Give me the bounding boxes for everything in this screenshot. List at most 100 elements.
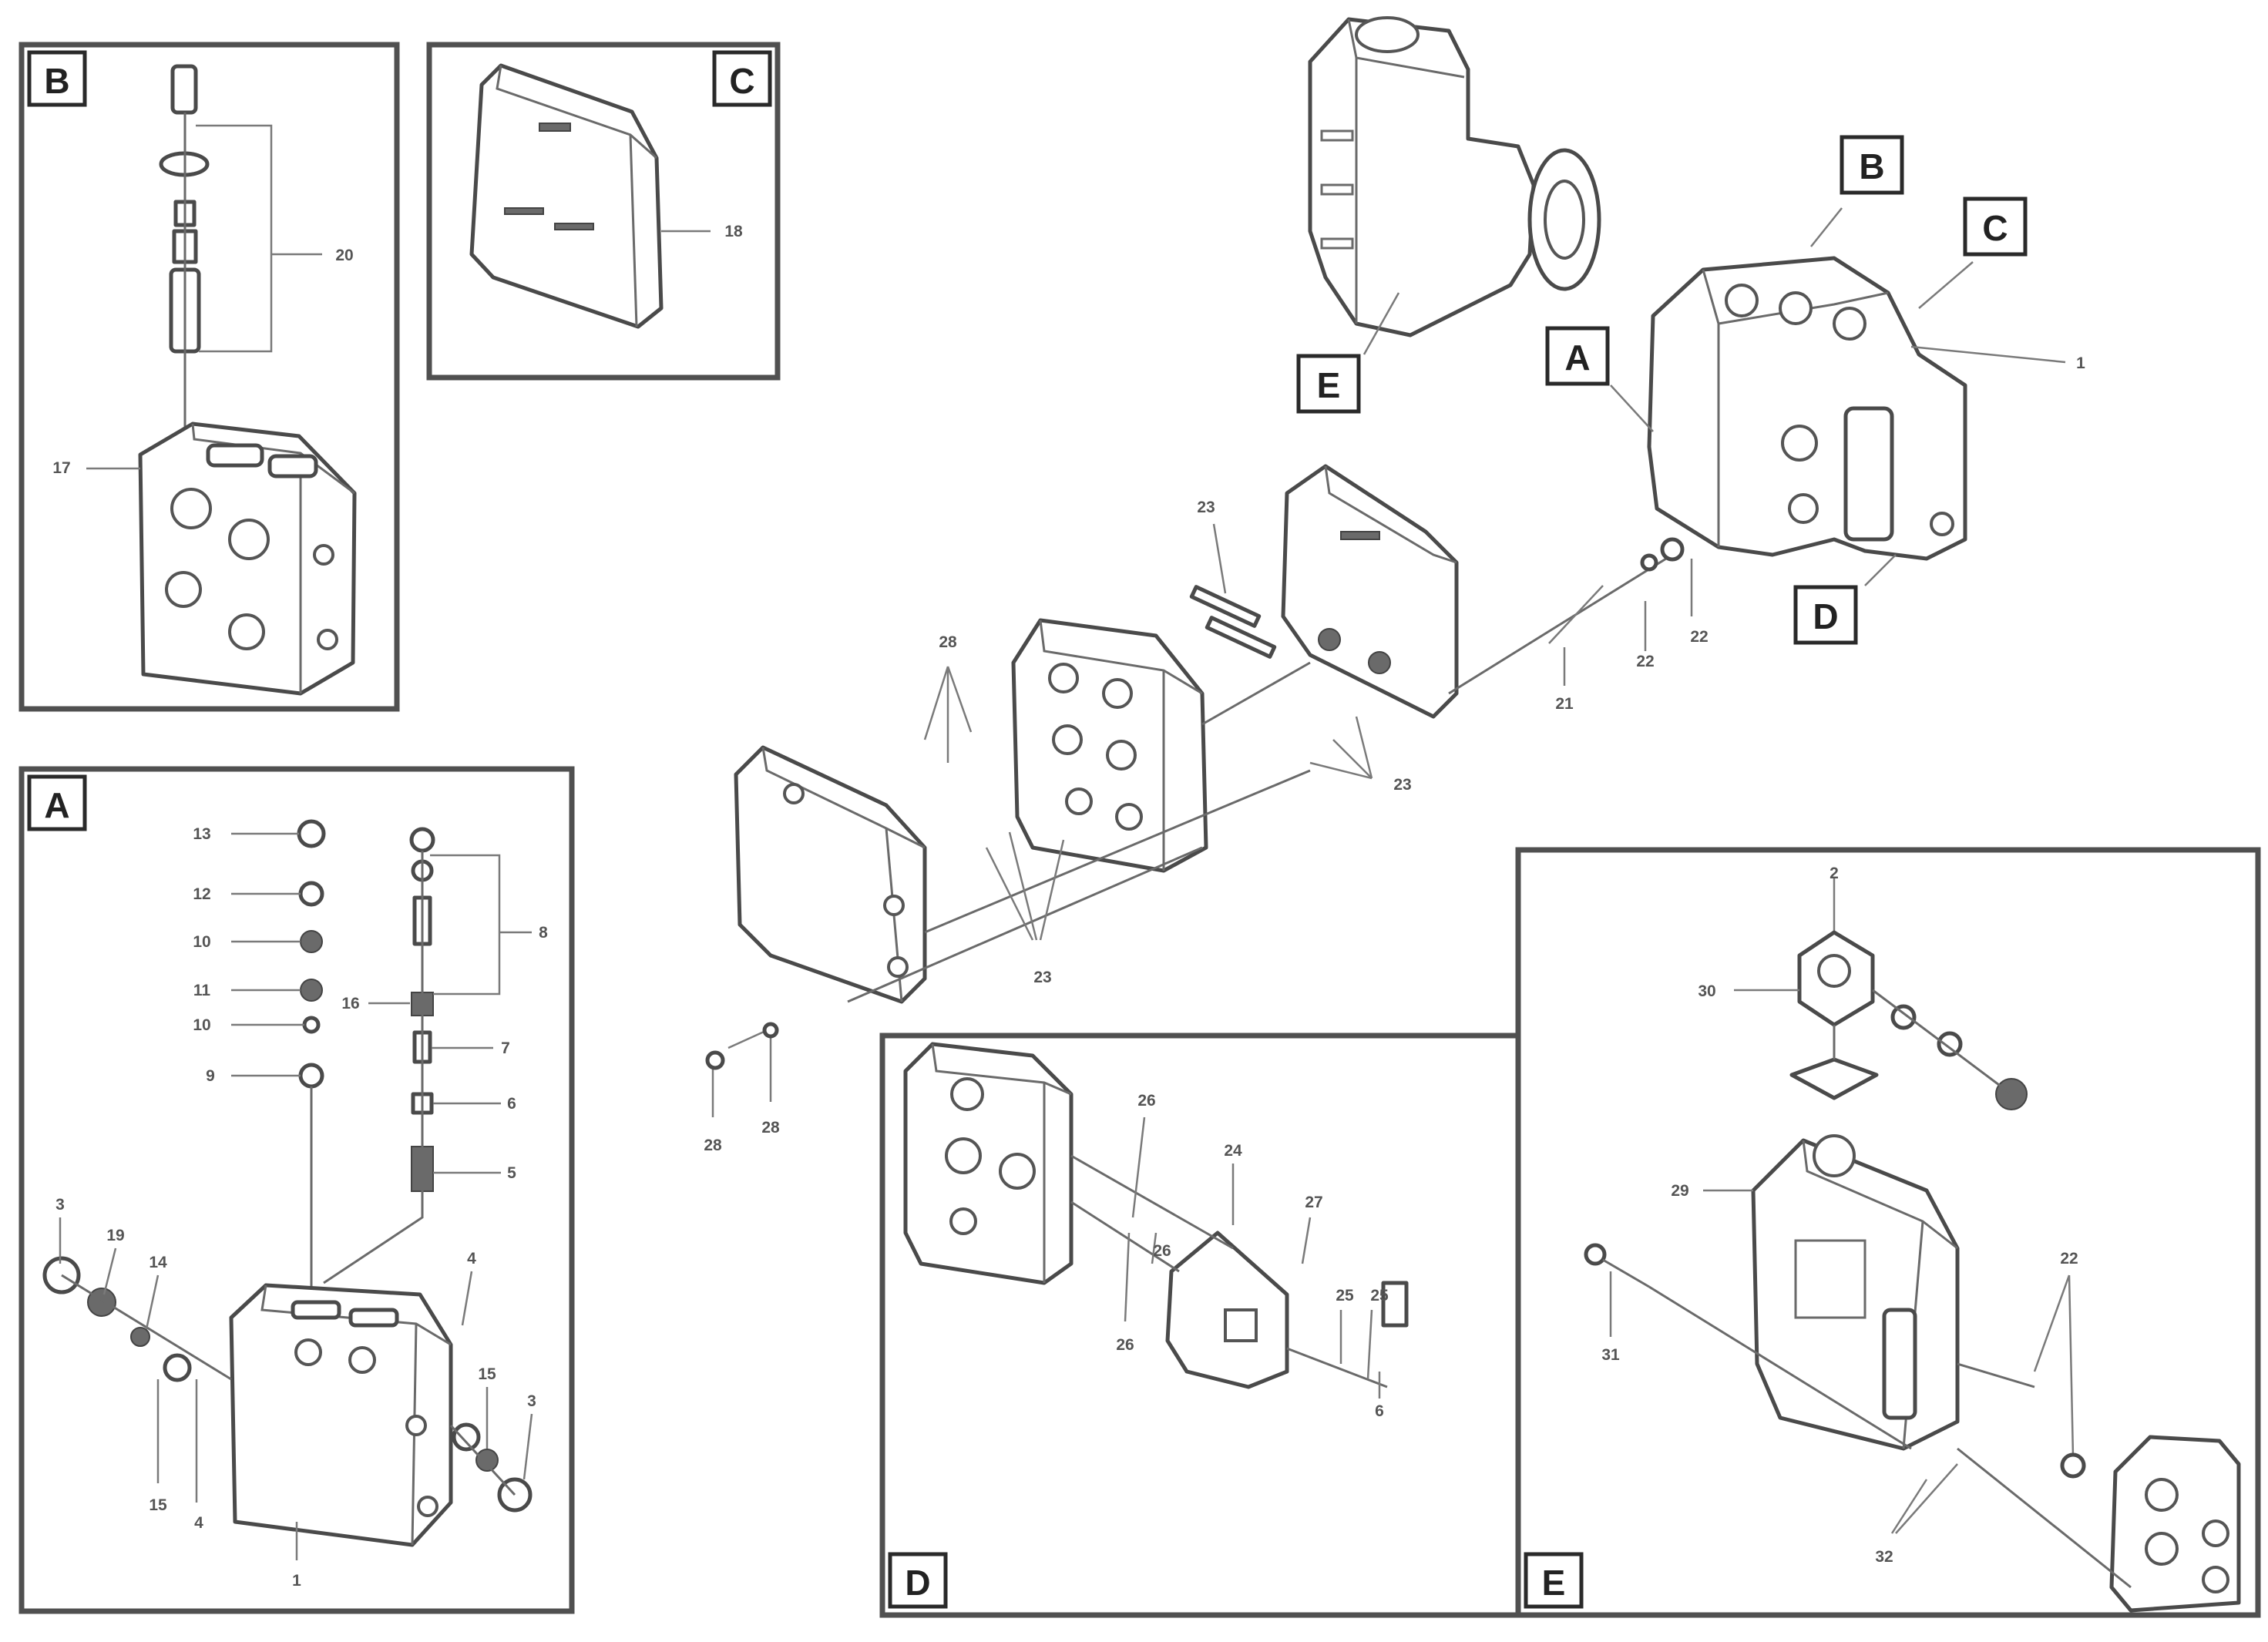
panel-a-num-6: 6	[507, 1095, 516, 1113]
main-callout-d-box	[1793, 585, 1858, 645]
panel-a-num-3b: 3	[527, 1392, 536, 1410]
main-middle-section	[1011, 618, 1208, 873]
panel-a-num-15b: 15	[478, 1365, 496, 1383]
panel-c-cover	[469, 63, 664, 329]
panel-a-num-8: 8	[539, 924, 548, 942]
panel-a-num-1: 1	[292, 1572, 301, 1590]
main-callout-e: E	[1317, 365, 1341, 405]
panel-d-tag	[888, 1552, 948, 1609]
main-unit-e	[1308, 16, 1601, 337]
panel-e-housing	[1751, 1134, 1960, 1451]
panel-a-left-fittings	[42, 1256, 232, 1382]
panel-a-seal-column	[297, 819, 326, 1287]
detail-panel-c: C 18	[426, 42, 781, 381]
panel-a-num-10b: 10	[193, 1016, 210, 1034]
panel-e-leader-32	[1890, 1463, 1958, 1534]
panel-a-num-4a: 4	[467, 1250, 476, 1268]
main-leader-23c	[985, 831, 1065, 941]
detail-panel-a: A 13 12 10 11 10 9	[18, 766, 575, 1614]
panel-e-leader-22	[2033, 1274, 2075, 1457]
panel-d-valve-block	[903, 1042, 1074, 1285]
panel-b-num-17: 17	[52, 459, 70, 477]
panel-a-num-3a: 3	[55, 1196, 65, 1214]
panel-a-num-7: 7	[501, 1039, 510, 1057]
main-callout-b-box	[1840, 135, 1904, 195]
main-tie-rods	[847, 537, 1685, 1003]
panel-b-valve-stack	[159, 64, 210, 431]
panel-e-num-31: 31	[1601, 1346, 1620, 1364]
panel-b-label: B	[44, 61, 69, 101]
panel-a-valve-column	[323, 827, 435, 1284]
detail-panel-d: D 26 24 27 26 26 25 25	[879, 1033, 1521, 1618]
panel-d-num-26a: 26	[1137, 1092, 1155, 1110]
panel-d-num-25b: 25	[1370, 1287, 1389, 1305]
main-callout-c: C	[1982, 208, 2008, 248]
panel-a-num-10a: 10	[193, 933, 210, 951]
panel-a-num-12: 12	[193, 885, 210, 903]
panel-a-num-9: 9	[206, 1067, 215, 1085]
main-callout-a-box	[1545, 326, 1610, 386]
panel-d-num-26c: 26	[1153, 1242, 1171, 1260]
panel-c-tag	[712, 50, 772, 107]
panel-d-solenoid	[1165, 1231, 1409, 1389]
main-num-1: 1	[2076, 354, 2085, 372]
main-cover-plate	[1281, 464, 1459, 719]
panel-e-num-32: 32	[1875, 1548, 1893, 1566]
panel-e-side-block	[2109, 1435, 2241, 1613]
detail-panel-e: E 2 30 29 3	[1515, 847, 2261, 1618]
panel-b-num-20: 20	[335, 247, 353, 264]
panel-c-label: C	[729, 61, 754, 101]
main-leader-22a	[1548, 585, 1604, 644]
panel-e-top-fitting	[1789, 930, 2028, 1110]
panel-a-right-fittings	[449, 1422, 533, 1513]
panel-a-num-15a: 15	[149, 1496, 167, 1514]
panel-b-valve-block	[138, 421, 357, 696]
main-end-cover	[734, 745, 927, 1004]
detail-panel-b: B 20 17	[18, 42, 400, 712]
main-num-22a: 22	[1636, 653, 1654, 670]
panel-a-num-14: 14	[149, 1254, 167, 1271]
main-num-23c: 23	[1033, 969, 1051, 986]
panel-d-num-27: 27	[1305, 1194, 1322, 1211]
main-num-28a: 28	[939, 633, 957, 651]
main-callout-e-box	[1296, 354, 1361, 414]
panel-c-num-18: 18	[724, 223, 743, 240]
panel-b-bracket	[196, 124, 273, 353]
panel-d-num-26b: 26	[1116, 1336, 1134, 1354]
main-leader-23b	[1309, 716, 1373, 780]
panel-e-num-2: 2	[1830, 865, 1839, 882]
main-valve-assembly	[1647, 256, 1967, 561]
panel-a-num-13: 13	[193, 825, 210, 843]
main-num-22b: 22	[1690, 628, 1708, 646]
panel-a-num-11: 11	[193, 982, 211, 999]
main-callout-d: D	[1813, 596, 1838, 636]
main-callout-b: B	[1859, 146, 1884, 186]
panel-e-label: E	[1542, 1563, 1566, 1603]
panel-a-label: A	[44, 785, 69, 825]
panel-d-num-24: 24	[1224, 1142, 1242, 1160]
panel-e-num-29: 29	[1671, 1182, 1688, 1200]
panel-e-bolt	[1584, 1243, 1912, 1450]
main-leader-28a	[923, 666, 973, 763]
panel-a-num-5: 5	[507, 1164, 516, 1182]
panel-d-num-6: 6	[1375, 1402, 1384, 1420]
panel-d-label: D	[905, 1563, 930, 1603]
main-num-28c: 28	[761, 1119, 780, 1137]
panel-e-num-30: 30	[1698, 982, 1715, 1000]
main-callout-c-box	[1963, 196, 2028, 257]
panel-b-tag	[27, 50, 87, 107]
main-num-23b: 23	[1393, 776, 1411, 794]
panel-e-tag	[1524, 1552, 1584, 1609]
main-num-21: 21	[1555, 695, 1574, 713]
panel-a-valve-block	[229, 1283, 453, 1547]
panel-e-num-22: 22	[2060, 1250, 2078, 1268]
panel-a-num-16: 16	[341, 995, 359, 1012]
main-callout-a: A	[1564, 337, 1590, 378]
panel-d-num-25a: 25	[1336, 1287, 1354, 1305]
panel-a-bracket	[430, 854, 501, 996]
main-num-28b: 28	[704, 1137, 722, 1154]
panel-a-tag	[27, 774, 87, 831]
main-exploded-view: E 1 B C A D	[704, 16, 2085, 1154]
main-num-23a: 23	[1197, 499, 1215, 516]
